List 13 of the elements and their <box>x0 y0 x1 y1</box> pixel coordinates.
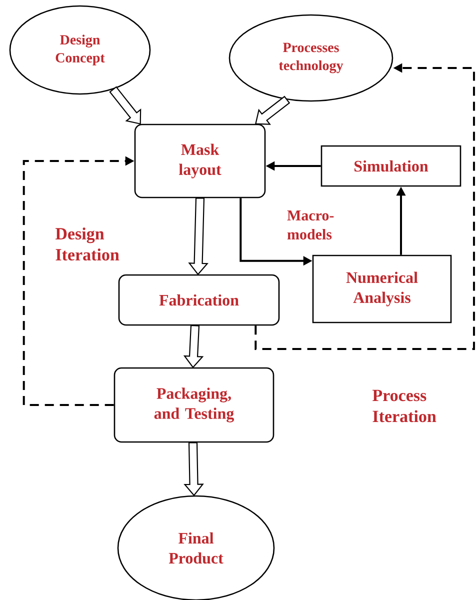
process-box: Packaging, and Testing <box>114 367 274 443</box>
process-box: Numerical Analysis <box>312 254 452 324</box>
block-arrow <box>183 324 204 368</box>
process-box: Simulation <box>320 145 462 187</box>
ellipse-node: Design Concept <box>9 5 151 95</box>
iteration-label: Design Iteration <box>56 228 120 260</box>
edge-label: Macro-models <box>287 210 334 240</box>
ellipse-node: Processes technology <box>228 14 394 102</box>
process-box: Fabrication <box>118 274 280 326</box>
iteration-label: Process Iteration <box>372 390 436 422</box>
block-arrow <box>184 442 204 496</box>
process-box: Mask layout <box>134 124 266 198</box>
block-arrow <box>109 86 142 125</box>
